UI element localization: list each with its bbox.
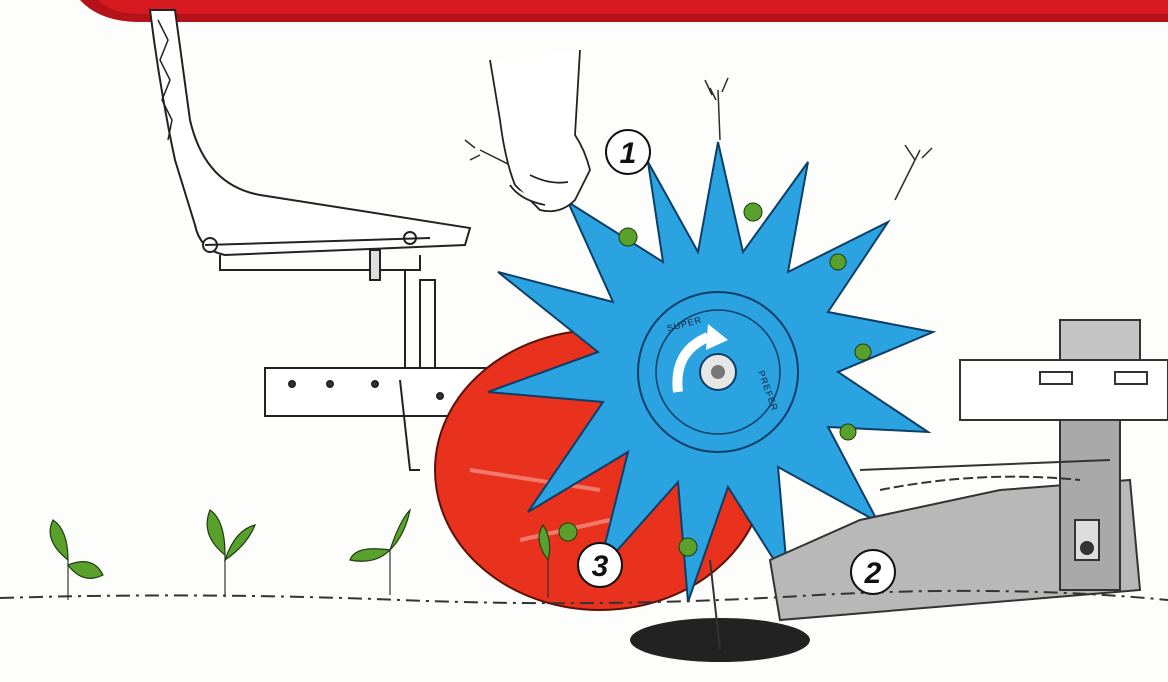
callout-3: 3 bbox=[578, 543, 622, 587]
callout-1: 1 bbox=[606, 130, 650, 174]
callout-1-label: 1 bbox=[620, 137, 637, 170]
operator-seat bbox=[150, 10, 470, 375]
callout-2: 2 bbox=[851, 550, 895, 594]
seedling-1 bbox=[50, 520, 103, 600]
seedling-2 bbox=[207, 510, 255, 597]
callout-2-label: 2 bbox=[864, 557, 882, 590]
seedling-3 bbox=[350, 510, 410, 595]
hand-illustration bbox=[490, 50, 590, 211]
header-frame bbox=[60, 0, 1168, 22]
callout-3-label: 3 bbox=[592, 550, 609, 583]
